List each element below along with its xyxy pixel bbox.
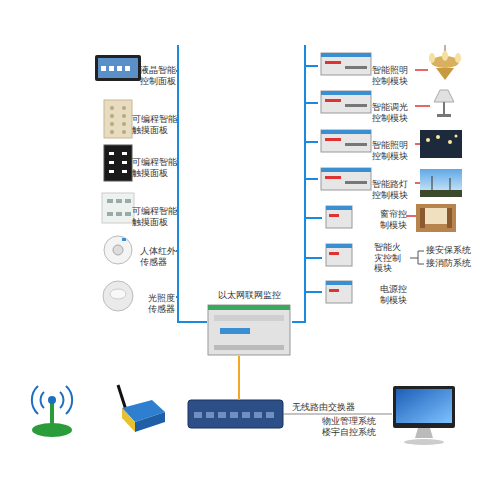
module-label-box: 智能照明控制模块 xyxy=(318,50,416,82)
module-label-box: 电源控制模块 xyxy=(322,278,410,306)
note-label: 接消防系统 xyxy=(426,258,471,269)
node-text: 电源控制模块 xyxy=(380,284,408,305)
control-module-icon xyxy=(326,206,352,228)
modem-icon xyxy=(118,385,165,432)
node-text: 可编程智能触摸面板 xyxy=(132,157,177,178)
connector-line xyxy=(292,258,322,322)
device-label-box: 液晶智能控制面板 xyxy=(93,52,176,90)
module-label-box: 窗帘控制模块 xyxy=(322,203,410,233)
leader-line xyxy=(415,182,420,184)
node-text: 智能照明控制模块 xyxy=(372,140,409,161)
connector-line xyxy=(292,292,322,322)
connector-line xyxy=(176,164,207,322)
node-text: 智能照明控制模块 xyxy=(372,65,409,86)
touch-panel-icon xyxy=(102,193,134,223)
antenna-icon xyxy=(32,386,72,437)
node-text: 可编程智能触摸面板 xyxy=(132,114,177,135)
device-label-box: 可编程智能触摸面板 xyxy=(93,98,176,142)
computer-box: 物业管理系统 楼宇自控系统 xyxy=(392,385,455,445)
monitor-module-box: 以太网联网监控 xyxy=(207,288,292,356)
device-label-box: 可编程智能触摸面板 xyxy=(93,143,176,185)
device-label-box: 人体红外传感器 xyxy=(93,234,176,268)
leader-line xyxy=(406,215,416,217)
ir-sensor-icon xyxy=(104,236,132,264)
connector-line xyxy=(176,71,207,322)
leader-line xyxy=(410,251,424,264)
node-text: 智能火灾控制模块 xyxy=(374,242,402,274)
photo-picture xyxy=(416,204,456,232)
photo-picture xyxy=(420,169,462,197)
monitor-module-icon xyxy=(208,305,290,355)
node-text: 可编程智能触摸面板 xyxy=(132,206,177,227)
touch-panel-icon xyxy=(104,100,132,138)
computer-icon xyxy=(393,386,455,445)
control-module-icon xyxy=(326,281,352,303)
leader-line xyxy=(415,143,420,145)
lcd-panel-icon xyxy=(95,55,141,81)
node-text: 窗帘控制模块 xyxy=(380,209,408,230)
leader-line xyxy=(415,105,430,107)
control-module-icon xyxy=(326,244,352,266)
device-label-box: 可编程智能触摸面板 xyxy=(93,192,176,230)
node-text: 以太网联网监控 xyxy=(207,290,292,301)
module-label-box: 智能路灯控制模块 xyxy=(318,163,416,195)
node-text: 液晶智能控制面板 xyxy=(140,65,177,86)
node-text: 无线路由交换器 xyxy=(292,402,362,413)
module-label-box: 智能调光控制模块 xyxy=(318,88,416,118)
connector-line xyxy=(238,356,240,400)
module-label-box: 智能火灾控制模块 xyxy=(322,238,410,278)
node-text: 光照度传感器 xyxy=(148,293,176,314)
node-text: 人体红外传感器 xyxy=(140,246,177,267)
connector-line xyxy=(176,251,207,322)
touch-panel-icon xyxy=(104,145,132,181)
router-box: 无线路由交换器 xyxy=(188,400,283,428)
leader-line xyxy=(415,69,428,71)
note-label: 接安保系统 xyxy=(426,245,471,256)
photo-picture xyxy=(420,130,462,158)
light-sensor-icon xyxy=(103,281,133,311)
chandelier-picture xyxy=(429,45,461,80)
router-icon xyxy=(188,400,283,428)
control-module-icon xyxy=(321,168,371,190)
node-text: 智能路灯控制模块 xyxy=(372,179,409,200)
control-module-icon xyxy=(321,91,371,113)
bus-line xyxy=(304,45,306,68)
control-module-icon xyxy=(321,53,371,75)
connector-line xyxy=(176,211,207,322)
node-text: 物业管理系统 楼宇自控系统 xyxy=(322,416,380,437)
control-module-icon xyxy=(321,130,371,152)
connector-line xyxy=(283,414,392,415)
lamp-picture xyxy=(434,90,454,117)
node-text: 智能调光控制模块 xyxy=(372,102,409,123)
connector-line xyxy=(292,218,322,322)
device-label-box: 光照度传感器 xyxy=(93,280,176,314)
module-label-box: 智能照明控制模块 xyxy=(318,126,416,158)
connector-line xyxy=(176,120,207,322)
bus-line xyxy=(177,45,179,72)
connector-line xyxy=(176,297,207,322)
